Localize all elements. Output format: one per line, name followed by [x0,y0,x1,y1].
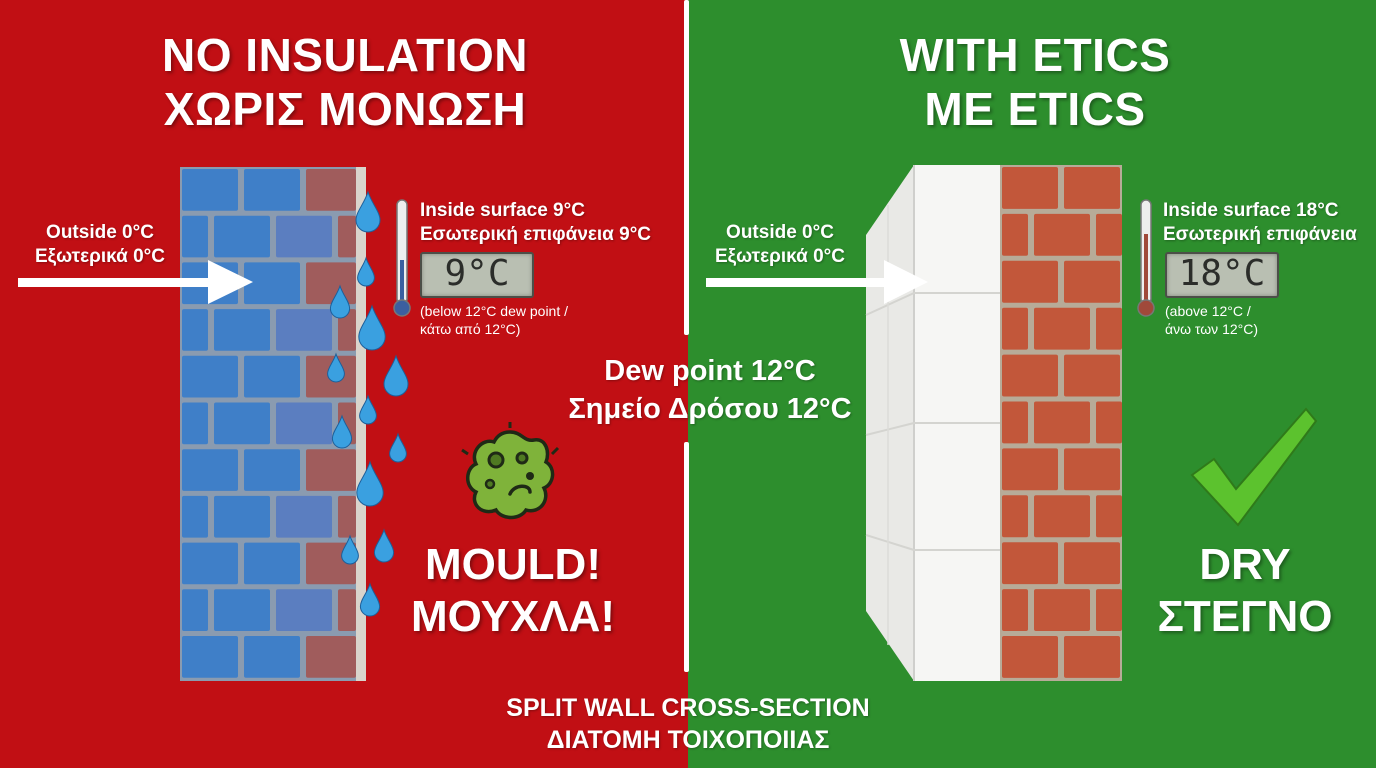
left-outside-en: Outside 0°C [46,222,154,243]
caption: SPLIT WALL CROSS-SECTION ΔΙΑΤΟΜΗ ΤΟΙΧΟΠΟ… [470,692,906,756]
right-inside-en: Inside surface 18°C [1163,200,1339,221]
right-outside-gr: Εξωτερικά 0°C [715,246,845,267]
mould-en: MOULD! [425,540,601,589]
right-note: (above 12°C / άνω των 12°C) [1165,302,1258,338]
right-outside-label: Outside 0°C Εξωτερικά 0°C [706,221,854,269]
right-outside-en: Outside 0°C [726,222,834,243]
water-droplet-icon [383,354,409,397]
left-note-en: (below 12°C dew point / [420,303,569,319]
left-title-en: NO INSULATION [162,29,528,81]
water-droplet-icon [329,284,351,319]
divider-bottom [684,442,689,672]
divider-top [684,0,689,335]
right-note-en: (above 12°C / [1165,303,1251,319]
dew-point-label: Dew point 12°C Σημείο Δρόσου 12°C [530,352,890,428]
water-droplets [327,190,409,617]
dry-gr: ΣΤΕΓΝΟ [1157,592,1333,641]
caption-en: SPLIT WALL CROSS-SECTION [506,694,870,722]
mould-label: MOULD! ΜΟΥΧΛΑ! [395,539,631,643]
arrow-right-icon [706,260,928,304]
dry-en: DRY [1199,540,1291,589]
right-title-gr: ME ETICS [924,83,1146,135]
left-title: NO INSULATION ΧΩΡΙΣ ΜΟΝΩΣΗ [80,28,610,136]
checkmark-icon [1190,407,1318,527]
dew-point-gr: Σημείο Δρόσου 12°C [568,393,852,425]
left-outside-gr: Εξωτερικά 0°C [35,246,165,267]
left-note: (below 12°C dew point / κάτω από 12°C) [420,302,568,338]
water-droplet-icon [331,414,353,449]
right-inside-label: Inside surface 18°C Εσωτερική επιφάνεια [1163,199,1357,247]
left-temperature-display: 9°C [420,252,534,298]
left-inside-label: Inside surface 9°C Εσωτερική επιφάνεια 9… [420,199,651,247]
water-droplet-icon [359,394,377,425]
caption-gr: ΔΙΑΤΟΜΗ ΤΟΙΧΟΠΟΙΙΑΣ [546,726,830,754]
water-droplet-icon [356,460,384,507]
uninsulated-brick-wall [180,167,366,681]
right-inside-gr: Εσωτερική επιφάνεια [1163,224,1357,245]
mould-gr: ΜΟΥΧΛΑ! [410,592,616,641]
water-droplet-icon [357,256,375,287]
thermometer-icon [1137,199,1155,317]
water-droplet-icon [389,432,407,463]
left-note-gr: κάτω από 12°C) [420,321,521,337]
mould-icon [461,422,560,520]
left-title-gr: ΧΩΡΙΣ ΜΟΝΩΣΗ [163,83,527,135]
etics-insulated-wall [865,165,1122,681]
thermometer-icon [393,199,411,317]
water-droplet-icon [358,304,386,351]
dry-label: DRY ΣΤΕΓΝΟ [1140,539,1350,643]
water-droplet-icon [341,534,359,565]
water-droplet-icon [373,528,395,563]
left-outside-label: Outside 0°C Εξωτερικά 0°C [35,221,165,269]
right-title: WITH ETICS ME ETICS [770,28,1300,136]
arrow-right-icon [18,260,253,304]
water-droplet-icon [359,582,381,617]
right-title-en: WITH ETICS [899,29,1171,81]
left-inside-en: Inside surface 9°C [420,200,585,221]
dew-point-en: Dew point 12°C [604,355,816,387]
right-note-gr: άνω των 12°C) [1165,321,1259,337]
right-temperature-display: 18°C [1165,252,1279,298]
water-droplet-icon [355,190,381,233]
water-droplet-icon [327,352,345,383]
left-inside-gr: Εσωτερική επιφάνεια 9°C [420,224,652,245]
